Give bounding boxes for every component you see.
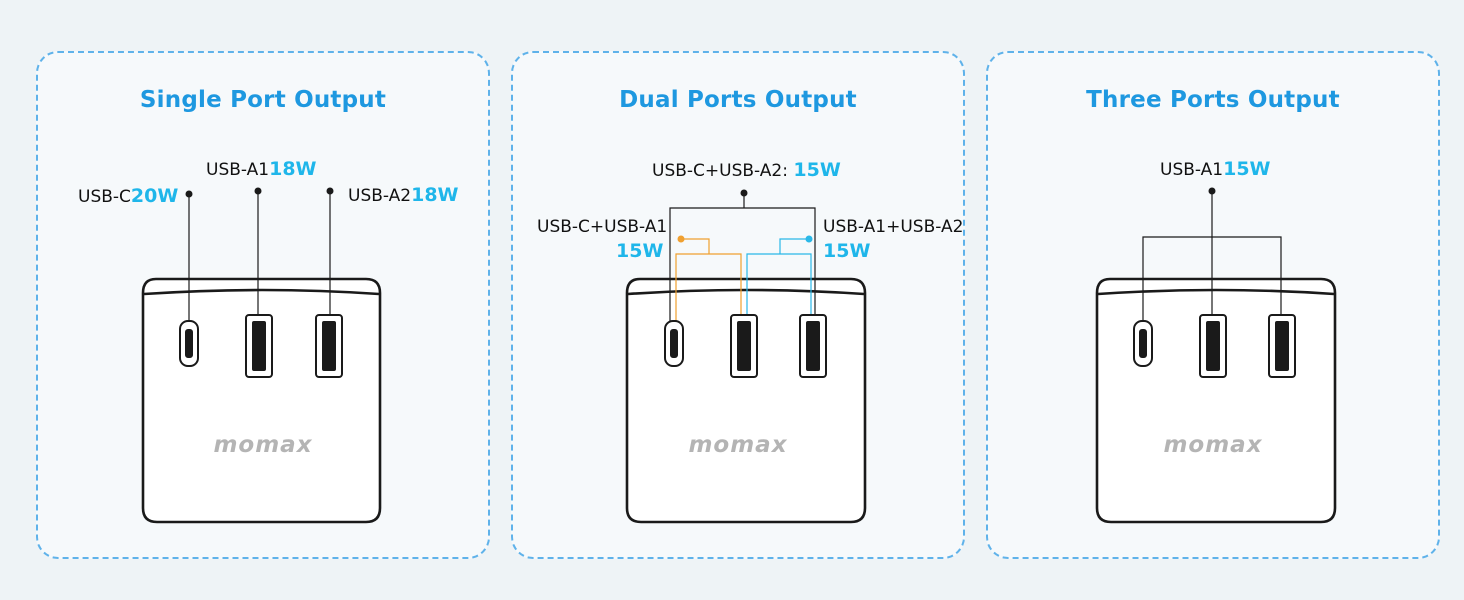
orange-connector-lines [675,238,742,321]
usb-a-port-icon [730,314,758,378]
usb-a1-label: USB-A115W [1160,158,1271,180]
label-dots [185,187,334,198]
usb-c-port-icon [664,320,684,367]
momax-logo: momax [688,432,788,458]
usb-c-a1-label: USB-C+USB-A1 [537,217,668,237]
blue-dot [805,235,813,243]
panel-title: Three Ports Output [1086,87,1340,113]
blue-connector-lines [746,238,812,315]
single-port-panel: Single Port Output USB-C20W USB- [36,51,490,559]
label-dot [740,189,748,197]
charger-diagram [1095,187,1337,524]
charger-diagram [625,189,867,524]
usb-c-port-icon [1133,320,1153,367]
usb-a1-label: USB-A118W [206,158,317,180]
three-ports-panel: Three Ports Output USB-A115W momax [986,51,1440,559]
momax-logo: momax [1163,432,1263,458]
panel-title: Dual Ports Output [619,87,857,113]
usb-a-port-icon [1199,314,1227,378]
usb-a2-label: USB-A218W [348,184,459,206]
panel-title: Single Port Output [139,87,387,113]
connector-lines [1142,191,1282,321]
usb-c-a1-watt: 15W [616,240,664,262]
charger-diagram [141,187,382,524]
dual-ports-panel: Dual Ports Output [511,51,965,559]
connector-lines [188,191,331,321]
momax-logo: momax [213,432,313,458]
orange-dot [677,235,685,243]
usb-a1-a2-watt: 15W [823,240,871,262]
usb-a-port-icon [1268,314,1296,378]
usb-c-a2-label: USB-C+USB-A2: 15W [652,159,841,181]
label-dot [1208,187,1216,195]
usb-c-port-icon [179,320,199,367]
usb-a1-a2-label: USB-A1+USB-A2 [823,217,964,237]
usb-a-port-icon [799,314,827,378]
usb-a-port-icon [315,314,343,378]
usb-a-port-icon [245,314,273,378]
usb-c-label: USB-C20W [78,185,179,207]
